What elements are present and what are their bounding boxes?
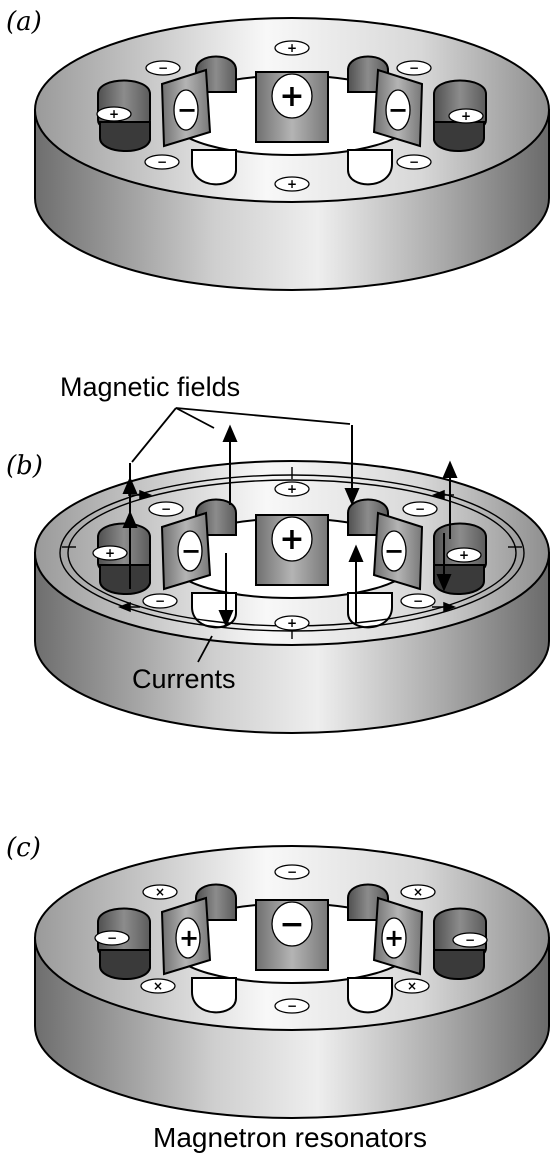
panel-label-c: (c)	[6, 833, 41, 863]
small-sign-0: −	[287, 865, 297, 879]
small-sign-4: +	[461, 109, 471, 123]
front-vane-sign: −	[279, 907, 304, 942]
small-sign-2: −	[415, 502, 425, 516]
right-vane-sign: −	[388, 96, 408, 124]
panel-a: + − − + − − + + − − +	[34, 17, 550, 291]
right-vane-sign: −	[384, 537, 404, 565]
small-sign-6: ×	[407, 979, 417, 993]
small-sign-7: +	[287, 177, 297, 191]
left-vane-sign: −	[177, 96, 197, 124]
small-sign-3: +	[109, 107, 119, 121]
annotation-magnetic-fields: Magnetic fields	[60, 372, 240, 402]
small-sign-5: ×	[153, 979, 163, 993]
small-sign-1: −	[158, 61, 168, 75]
front-vane-sign: +	[279, 79, 304, 114]
small-sign-2: ×	[413, 885, 423, 899]
small-sign-2: −	[409, 61, 419, 75]
current-arrows	[117, 489, 457, 613]
panel-label-b: (b)	[6, 451, 43, 481]
small-sign-6: −	[409, 155, 419, 169]
small-sign-0: +	[287, 41, 297, 55]
small-sign-3: −	[107, 931, 117, 945]
panel-c: − + + − × × − − × × −	[34, 845, 550, 1119]
magnetic-field-arrows	[122, 424, 458, 628]
left-vane-sign: −	[181, 537, 201, 565]
small-sign-7: +	[287, 616, 297, 630]
small-sign-ellipses	[96, 40, 484, 192]
small-sign-1: ×	[155, 885, 165, 899]
small-sign-5: −	[157, 155, 167, 169]
small-sign-3: +	[105, 546, 115, 560]
small-sign-5: −	[155, 594, 165, 608]
front-vane-sign: +	[279, 522, 304, 557]
small-sign-6: −	[413, 594, 423, 608]
small-sign-7: −	[287, 999, 297, 1013]
small-sign-ellipses	[94, 864, 488, 1014]
figure-caption: Magnetron resonators	[153, 1122, 427, 1153]
small-sign-ellipses	[92, 481, 482, 631]
small-sign-0: +	[287, 482, 297, 496]
small-sign-4: +	[459, 548, 469, 562]
annotation-currents: Currents	[132, 664, 236, 694]
right-vane-sign: +	[384, 924, 404, 952]
left-vane-sign: +	[179, 924, 199, 952]
annotation-leaders	[131, 407, 351, 663]
panel-label-a: (a)	[6, 7, 42, 37]
panel-b: + − − + − − + + − − +	[34, 424, 550, 734]
small-sign-4: −	[465, 933, 475, 947]
small-sign-1: −	[161, 502, 171, 516]
